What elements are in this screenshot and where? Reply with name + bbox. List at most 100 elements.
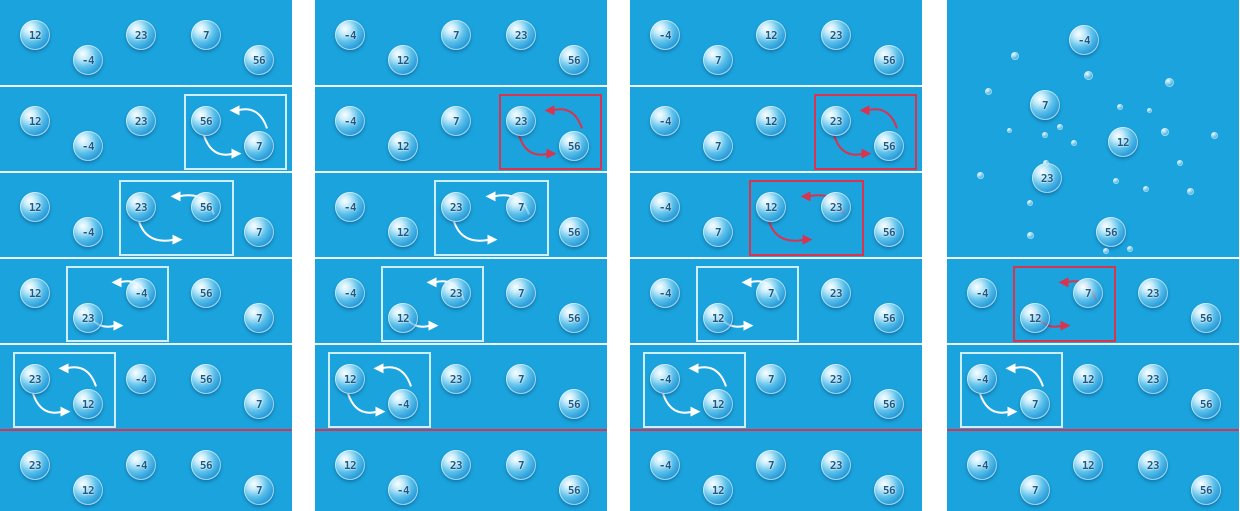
- bubble-value: 23: [134, 28, 148, 42]
- number-bubble: -4: [335, 278, 365, 308]
- swap-arrow-bottom: [518, 135, 549, 156]
- arrowhead: [546, 148, 557, 159]
- swap-arrow-bottom: [347, 393, 378, 414]
- small-bubble: [1127, 246, 1133, 252]
- number-bubble: 12: [756, 20, 786, 50]
- bubble-value: 12: [711, 397, 725, 411]
- number-bubble: 7: [506, 192, 536, 222]
- number-bubble: -4: [126, 278, 156, 308]
- bubble-value: -4: [134, 458, 148, 472]
- number-bubble: -4: [388, 389, 418, 419]
- small-bubble: [1117, 104, 1123, 110]
- bubble-value: 12: [764, 114, 778, 128]
- row-divider: [0, 171, 292, 173]
- number-bubble: 23: [441, 192, 471, 222]
- number-bubble: 7: [244, 303, 274, 333]
- bubble-value: 23: [829, 372, 843, 386]
- arrowhead: [111, 277, 122, 288]
- bubble-value: 7: [1031, 483, 1039, 497]
- bubble-value: 23: [134, 200, 148, 214]
- row-divider: [947, 257, 1239, 259]
- arrowhead: [1007, 406, 1018, 417]
- number-bubble: 7: [703, 131, 733, 161]
- bubble-value: -4: [396, 397, 410, 411]
- bubble-value: 56: [1199, 483, 1213, 497]
- swap-arrow-bottom: [662, 393, 693, 414]
- number-bubble: 7: [244, 217, 274, 247]
- bubble-value: -4: [975, 458, 989, 472]
- number-bubble: 23: [506, 106, 536, 136]
- bubble-value: 56: [1199, 311, 1213, 325]
- number-bubble: 12: [388, 45, 418, 75]
- swap-arrow-top: [867, 108, 898, 129]
- bubble-value: 56: [567, 311, 581, 325]
- number-bubble: -4: [650, 20, 680, 50]
- swap-arrow-bottom: [453, 221, 490, 242]
- bubble-value: 12: [28, 200, 42, 214]
- number-bubble: 56: [874, 45, 904, 75]
- number-bubble: -4: [73, 217, 103, 247]
- swap-box: [119, 180, 234, 256]
- number-bubble: 23: [1138, 450, 1168, 480]
- number-bubble: 56: [874, 131, 904, 161]
- active-swap-box: [749, 180, 864, 256]
- bubble-value: 56: [567, 225, 581, 239]
- number-bubble: 7: [506, 450, 536, 480]
- bubble-value: 7: [517, 286, 525, 300]
- number-bubble: 56: [559, 131, 589, 161]
- floating-bubble: 23: [1032, 163, 1062, 193]
- bubble-value: 23: [1146, 458, 1160, 472]
- arrowhead: [428, 320, 439, 331]
- number-bubble: 56: [191, 364, 221, 394]
- bubble-value: 12: [1028, 311, 1042, 325]
- bubble-value: 12: [764, 28, 778, 42]
- number-bubble: 23: [821, 106, 851, 136]
- bubble-value: 7: [1041, 98, 1049, 112]
- swap-arrow-bottom: [833, 135, 864, 156]
- bubble-value: 7: [714, 53, 722, 67]
- number-bubble: 23: [126, 106, 156, 136]
- small-bubble: [1007, 128, 1012, 133]
- arrowhead: [229, 105, 240, 116]
- swap-box: [434, 180, 549, 256]
- arrowhead: [373, 363, 384, 374]
- swap-box: [328, 352, 431, 428]
- bubble-value: 23: [28, 458, 42, 472]
- sorted-divider: [315, 429, 607, 431]
- floating-bubble: 12: [1108, 127, 1138, 157]
- small-bubble: [985, 88, 992, 95]
- number-bubble: -4: [73, 131, 103, 161]
- bubble-value: 7: [255, 225, 263, 239]
- number-bubble: 56: [191, 278, 221, 308]
- small-bubble: [1042, 132, 1048, 138]
- arrowhead: [861, 148, 872, 159]
- row-divider: [630, 257, 922, 259]
- number-bubble: 7: [244, 389, 274, 419]
- bubble-value: 12: [396, 311, 410, 325]
- small-bubble: [1177, 160, 1183, 166]
- number-bubble: 7: [244, 131, 274, 161]
- number-bubble: 23: [821, 450, 851, 480]
- bubble-value: 12: [28, 286, 42, 300]
- swap-arrow-bottom: [32, 393, 63, 414]
- small-bubble: [1147, 108, 1152, 113]
- number-bubble: 12: [1073, 364, 1103, 394]
- arrowhead: [690, 406, 701, 417]
- arrowhead: [58, 363, 69, 374]
- bubble-value: 23: [449, 372, 463, 386]
- bubble-value: -4: [658, 372, 672, 386]
- number-bubble: 56: [1191, 303, 1221, 333]
- small-bubble: [1143, 186, 1149, 192]
- active-swap-box: [814, 94, 917, 170]
- bubble-value: 56: [199, 458, 213, 472]
- bubble-value: 56: [882, 139, 896, 153]
- number-bubble: 7: [756, 450, 786, 480]
- number-bubble: 23: [821, 192, 851, 222]
- bubble-value: 7: [767, 286, 775, 300]
- arrowhead: [60, 406, 71, 417]
- small-bubble: [1103, 248, 1109, 254]
- number-bubble: 12: [703, 303, 733, 333]
- bubble-value: 56: [199, 286, 213, 300]
